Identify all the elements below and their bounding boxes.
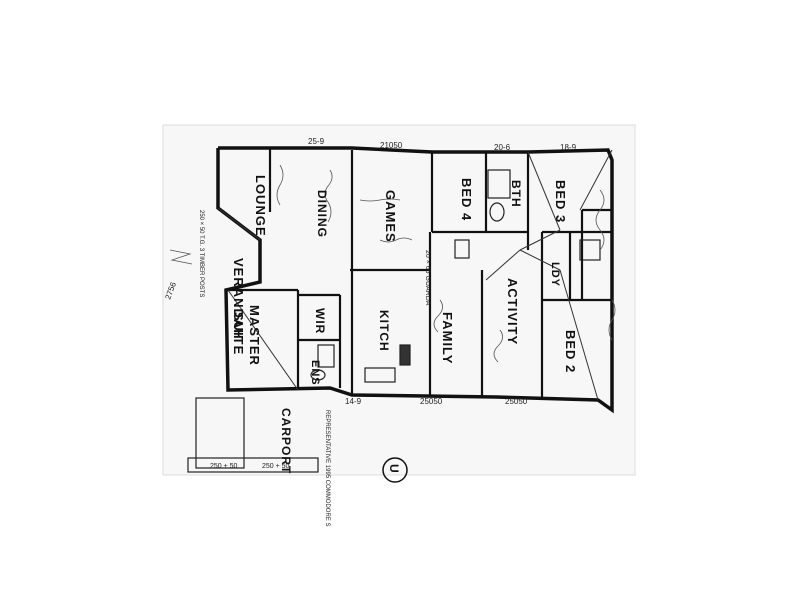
- inner-walls: [228, 148, 612, 398]
- dimension-bottom-1: 14-9: [345, 397, 362, 406]
- room-label-activity: ACTIVITY: [505, 278, 520, 345]
- compass-circle: [382, 457, 408, 483]
- dimension-top-1: 25-9: [308, 137, 325, 146]
- room-label-games: GAMES: [383, 190, 398, 243]
- room-label-ens: ENS: [309, 360, 321, 386]
- room-label-kitch: KITCH: [377, 310, 391, 352]
- note-representative: REPRESENTATIVE 1995 COMMODORE S: [324, 410, 330, 526]
- dimension-bottom-3: 25050: [505, 397, 528, 406]
- room-label-master: MASTER: [247, 305, 262, 366]
- dimension-top-3: 20-6: [494, 143, 511, 152]
- roof-lines: [217, 149, 613, 401]
- room-label-wir: WIR: [313, 308, 327, 334]
- room-label-verandah: VERANDAH: [231, 258, 246, 340]
- room-label-bed2: BED 2: [563, 330, 578, 373]
- dimension-top-4: 18-9: [560, 143, 577, 152]
- room-label-lounge: LOUNGE: [253, 175, 268, 237]
- compass-letter: U: [387, 464, 401, 474]
- note-timber-posts: 250 × 50 T.G. 3 TIMBER POSTS: [198, 210, 204, 297]
- annotation-scribbles: [169, 164, 616, 363]
- dimension-carport-2: 250 + 50: [262, 463, 290, 470]
- room-label-bed3: BED 3: [553, 180, 568, 223]
- room-label-suite: SUITE: [231, 312, 246, 355]
- dimension-bottom-2: 25050: [420, 397, 443, 406]
- outer-walls: [216, 146, 614, 414]
- room-label-bth: BTH: [509, 180, 523, 208]
- room-label-family: FAMILY: [440, 312, 455, 364]
- room-label-ldy: LDY: [549, 262, 561, 287]
- room-label-dining: DINING: [315, 190, 329, 238]
- dimension-carport-1: 250 + 50: [210, 463, 238, 470]
- room-label-carport: CARPORT: [279, 408, 293, 474]
- note-family-guarda: 20 × 65 GUARDA: [424, 250, 431, 306]
- dimension-top-2: 21050: [380, 141, 403, 150]
- room-label-bed4: BED 4: [459, 178, 474, 221]
